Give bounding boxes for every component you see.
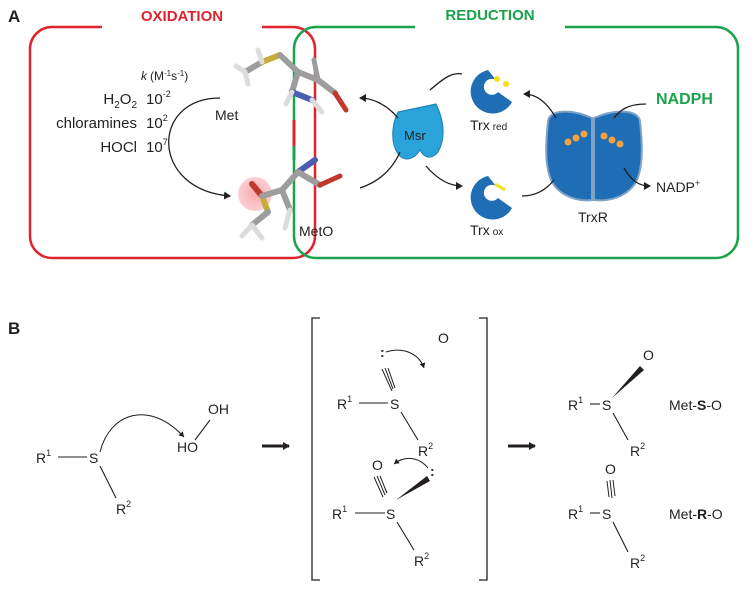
ts2-electron-arrow	[393, 458, 429, 469]
panel-b-label: B	[8, 319, 20, 338]
prod-s-s: S	[602, 397, 611, 413]
prod-s-r2: R2	[630, 441, 645, 459]
rate-h2o2: 10-2	[146, 89, 171, 108]
trx-ox-disulfide	[494, 182, 506, 192]
prod-s-wedge-bond	[612, 366, 644, 398]
ts2-s: S	[386, 506, 395, 522]
peroxide-ho: HO	[177, 439, 198, 455]
msr-to-met-arrow	[359, 94, 399, 119]
product-met-r-o: O R1 S R2	[568, 461, 645, 571]
trx-red-thiol-2	[503, 81, 509, 87]
oxidation-title: OXIDATION	[141, 8, 223, 25]
rate-chloramines: 102	[146, 113, 168, 132]
trxr-to-trxred-arrow	[523, 90, 557, 119]
prod-r-o: O	[605, 461, 616, 477]
ts2-hash-bond	[373, 475, 388, 498]
prod-r-hash-bond	[606, 479, 616, 499]
msr-label: Msr	[404, 128, 426, 143]
trx-red-protein	[470, 70, 512, 114]
ts2-wedge-bond	[396, 476, 430, 500]
product-met-s-o: O R1 S R2	[568, 347, 654, 459]
reactant-r2: R2	[116, 499, 131, 517]
oxidation-title-bg	[102, 16, 262, 38]
prod-r-r1: R1	[568, 504, 583, 522]
ts2-r2: R2	[414, 551, 429, 569]
nadp-label: NADP+	[656, 178, 700, 195]
bracket-left	[311, 317, 320, 581]
ts1-o: O	[438, 330, 449, 346]
rate-hocl: 107	[146, 137, 168, 156]
ts2-o: O	[372, 457, 383, 473]
ts1-lone-pair: :	[380, 344, 385, 360]
ts1-r2: R2	[418, 441, 433, 459]
transition-state-2: O : R1 S R2	[332, 457, 435, 569]
oxidation-arrow	[168, 97, 231, 200]
reactant-s: S	[89, 450, 98, 466]
msr-to-trxox-arrow	[425, 165, 463, 190]
trxr-to-nadp-arrow	[623, 167, 651, 190]
meto-label: MetO	[299, 223, 333, 239]
prod-s-r1: R1	[568, 395, 583, 413]
ts1-hash-bond	[381, 367, 396, 392]
trxr-subunit-left	[545, 110, 593, 202]
oxidant-hocl: HOCl	[100, 139, 137, 156]
reduction-title-bg	[415, 8, 565, 30]
transition-state-1: : O R1 S R2	[337, 330, 449, 459]
met-r-o-label: Met-R-O	[669, 506, 723, 522]
rate-header: k(M-1s-1)	[141, 69, 188, 83]
trxr-subunit-right	[593, 110, 643, 202]
trxr-fad-cofactors	[564, 130, 624, 148]
hydrogen-peroxide: HO OH	[177, 401, 229, 455]
trxr-label: TrxR	[578, 209, 608, 225]
oxidant-chloramines: chloramines	[56, 115, 137, 132]
bracket-right	[479, 317, 488, 581]
oxidant-h2o2: H2O2	[103, 91, 137, 111]
met-molecule	[233, 47, 349, 115]
reactant-r1: R1	[36, 448, 51, 466]
msr-enzyme	[392, 103, 444, 160]
prod-r-s: S	[602, 506, 611, 522]
ts2-r1: R1	[332, 504, 347, 522]
trx-ox-protein	[470, 176, 512, 220]
ts2-lone-pair: :	[430, 463, 435, 479]
oxidation-box	[28, 25, 317, 260]
panel-a-label: A	[8, 7, 20, 26]
meto-molecule	[239, 157, 343, 241]
nadph-to-trxr-line	[613, 103, 647, 119]
met-label: Met	[215, 107, 238, 123]
trxox-to-trxr-line	[521, 179, 555, 197]
ts1-s: S	[390, 396, 399, 412]
reduction-title: REDUCTION	[445, 7, 534, 24]
reduction-box	[292, 25, 740, 260]
ts1-r1: R1	[337, 394, 352, 412]
trxred-to-msr-line	[429, 72, 463, 91]
trx-red-thiol	[494, 76, 500, 82]
nadph-label: NADPH	[656, 91, 713, 108]
prod-s-o: O	[643, 347, 654, 363]
ts1-electron-arrow	[385, 349, 426, 369]
prod-r-r2: R2	[630, 553, 645, 571]
met-s-o-label: Met-S-O	[669, 397, 722, 413]
reactant-sulfide: R1 S R2	[36, 448, 131, 517]
meto-to-msr-arrow	[359, 151, 401, 189]
nucleophilic-attack-arrow	[99, 414, 185, 453]
peroxide-oh: OH	[208, 401, 229, 417]
